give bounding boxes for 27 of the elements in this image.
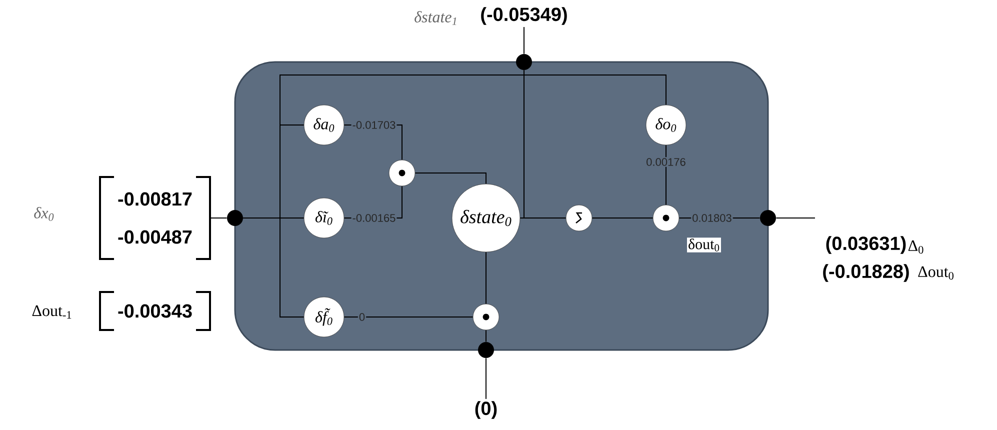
node-caption: δstate$_{1}$ <box>414 11 456 25</box>
junction-dot <box>516 54 532 70</box>
multiply-circle <box>472 304 500 330</box>
connector-line <box>344 316 474 318</box>
vector-bracket: -0.00343 <box>99 291 211 331</box>
junction-dot <box>760 210 776 226</box>
value-text: (0) <box>475 401 497 419</box>
multiply-circle <box>652 204 680 232</box>
node-caption: Δout$_{-1}$ <box>32 305 72 319</box>
junction-dot <box>227 210 243 226</box>
value-text: (-0.05349) <box>481 7 567 25</box>
symbol-label: Δ$_{0}$ <box>908 240 924 254</box>
connector-line <box>414 172 486 184</box>
cell-box <box>234 61 769 351</box>
edge-label: 0.00176 <box>645 157 687 167</box>
edge-label: -0.00165 <box>351 213 397 223</box>
vector-bracket: -0.00817 -0.00487 <box>99 176 211 260</box>
activation-circle <box>566 204 592 232</box>
value-text: (0.03631) <box>826 236 906 254</box>
multiply-circle <box>388 160 416 186</box>
junction-dot <box>478 342 494 358</box>
edge-label: -0.01703 <box>351 120 397 130</box>
symbol-label: Δout$_{0}$ <box>918 266 954 280</box>
node-caption: δx$_{0}$ <box>34 207 54 221</box>
output-label: δout$_{0}$ <box>687 238 721 252</box>
edge-label: 0.01803 <box>691 213 733 223</box>
value-text: (-0.01828) <box>823 264 909 282</box>
